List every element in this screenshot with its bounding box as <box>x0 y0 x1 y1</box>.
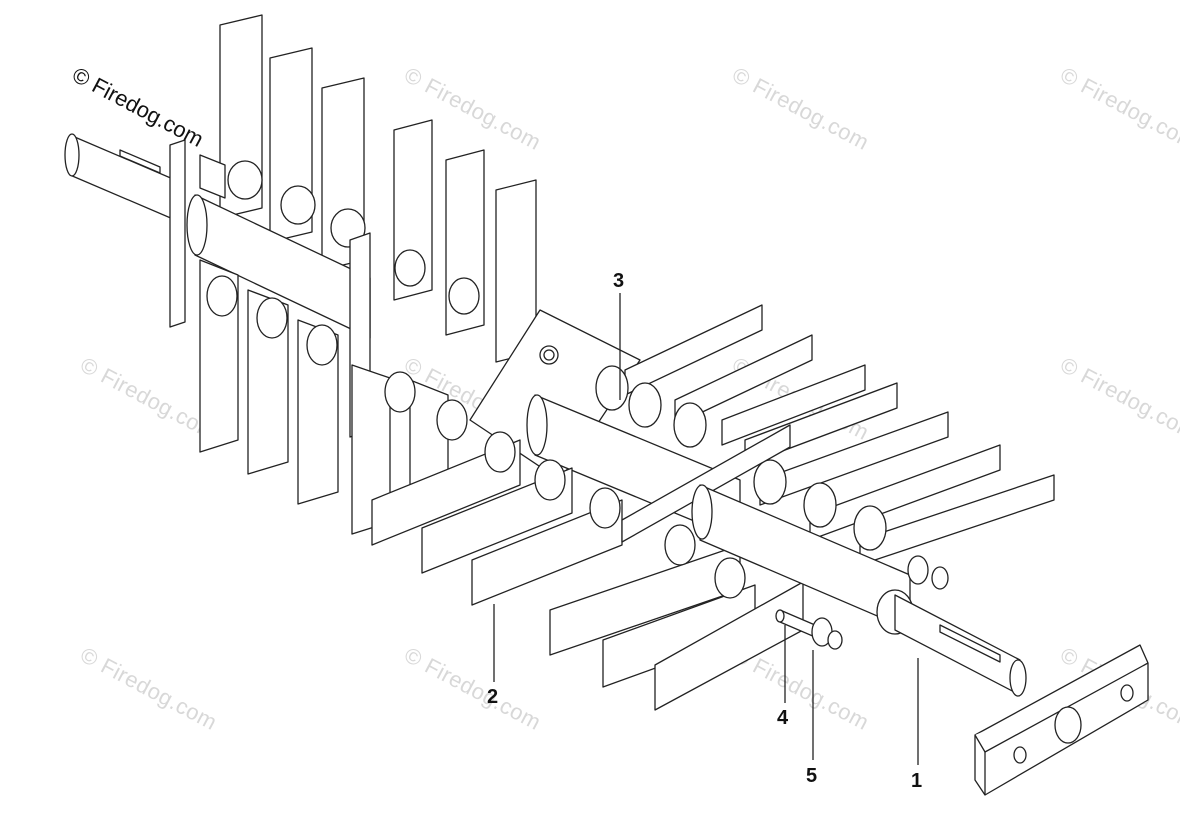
callout-1: 1 <box>911 770 923 792</box>
center-mount-plate <box>469 309 641 481</box>
callout-5: 5 <box>806 765 818 787</box>
callout-2: 2 <box>487 686 499 708</box>
callout-4: 4 <box>777 707 789 729</box>
right-shaft-end <box>876 589 1027 697</box>
lower-front-spacers <box>484 431 746 599</box>
callout-3: 3 <box>613 270 625 292</box>
lower-front-blades <box>371 424 804 711</box>
lower-spacers <box>206 275 468 441</box>
nut <box>811 617 843 650</box>
main-tube-left <box>186 194 371 339</box>
right-upper-spacers <box>595 365 887 551</box>
leader-lines <box>493 293 919 765</box>
left-end-plate <box>169 139 186 328</box>
left-shaft-end <box>64 133 181 223</box>
main-tube-right <box>691 484 911 631</box>
upper-right-nut <box>907 555 949 590</box>
right-end-plate <box>974 644 1149 796</box>
